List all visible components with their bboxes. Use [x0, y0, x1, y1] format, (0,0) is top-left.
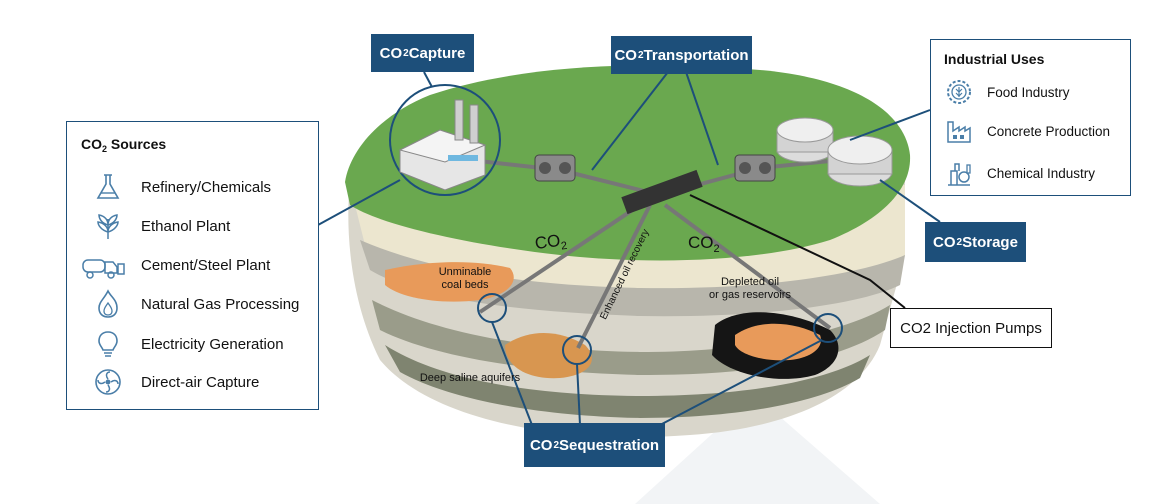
storage-tanks — [776, 117, 893, 187]
co2-label-right: CO2 — [688, 233, 720, 255]
coal-label-line2: coal beds — [441, 279, 489, 291]
industrial-uses-panel: Industrial Uses Food Industry Concrete P… — [930, 39, 1131, 196]
sequestration-circle-depleted — [813, 313, 843, 343]
coal-label-line1: Unminable — [438, 266, 492, 278]
pump-leader — [689, 194, 906, 309]
injection-manifold — [621, 169, 703, 215]
compressor-right — [734, 154, 776, 182]
sources-panel: CO2 Sources Refinery/Chemicals Ethanol P… — [66, 121, 319, 410]
chemical-plant-icon — [945, 159, 973, 187]
source-label: Electricity Generation — [141, 335, 284, 353]
use-label: Concrete Production — [987, 123, 1111, 139]
flask-icon — [91, 172, 125, 202]
source-item-cement: Cement/Steel Plant — [81, 250, 270, 280]
use-label: Chemical Industry — [987, 165, 1096, 181]
compressor-left — [534, 154, 576, 182]
depleted-label-line2: or gas reservoirs — [709, 289, 791, 301]
saline-label: Deep saline aquifers — [419, 372, 521, 384]
injection-pumps-label: CO2 Injection Pumps — [890, 308, 1052, 348]
depleted-label: Depleted oil or gas reservoirs — [700, 276, 800, 302]
background-shape — [635, 395, 880, 504]
source-item-electricity: Electricity Generation — [91, 329, 284, 359]
source-label: Cement/Steel Plant — [141, 256, 271, 274]
capture-circle — [389, 84, 501, 196]
flame-icon — [91, 289, 125, 319]
fan-icon — [91, 367, 125, 397]
use-item-concrete: Concrete Production — [945, 117, 1110, 145]
use-item-food: Food Industry — [945, 78, 1070, 106]
cement-truck-icon — [81, 250, 125, 280]
industrial-uses-title: Industrial Uses — [944, 51, 1045, 67]
lightbulb-icon — [91, 329, 125, 359]
co2-label-left: CO2 — [533, 230, 569, 254]
grass-surface — [345, 65, 911, 261]
leader-lines — [317, 71, 941, 426]
depleted-label-line1: Depleted oil — [720, 276, 780, 288]
sources-title: CO2 Sources — [81, 136, 167, 154]
wheat-gear-icon — [945, 78, 973, 106]
use-label: Food Industry — [987, 84, 1070, 100]
source-item-direct-air: Direct-air Capture — [91, 367, 259, 397]
source-label: Natural Gas Processing — [141, 295, 300, 313]
source-item-refinery: Refinery/Chemicals — [91, 172, 271, 202]
source-label: Direct-air Capture — [141, 373, 260, 391]
factory-icon — [945, 117, 973, 145]
use-item-chemical: Chemical Industry — [945, 159, 1095, 187]
capture-plant — [398, 99, 487, 191]
source-item-ethanol: Ethanol Plant — [91, 211, 230, 241]
coal-beds-label: Unminable coal beds — [430, 266, 500, 292]
source-label: Ethanol Plant — [141, 217, 231, 235]
source-item-natural-gas: Natural Gas Processing — [91, 289, 299, 319]
source-label: Refinery/Chemicals — [141, 178, 272, 196]
plant-icon — [91, 211, 125, 241]
